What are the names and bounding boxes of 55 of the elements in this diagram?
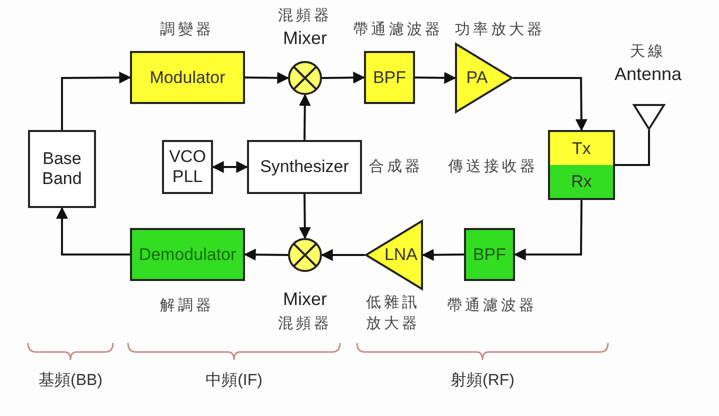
band-label: 中頻(IF) [206, 370, 262, 391]
block-caption: 合成器 [369, 157, 423, 176]
node-label: Modulator [150, 68, 226, 88]
block-caption: 混頻器 [278, 314, 332, 333]
block-caption: 調變器 [160, 20, 214, 39]
block-box [247, 140, 362, 194]
antenna-symbol [633, 104, 665, 130]
connector-arrow [244, 248, 288, 261]
connector-arrow [513, 77, 588, 132]
node-label: LNA [383, 245, 418, 265]
block-caption: 帶通濾波器 [353, 20, 443, 39]
block-box [162, 140, 213, 194]
block-caption: 天線 [630, 42, 666, 61]
block-box [130, 228, 245, 281]
block-caption: Mixer [283, 28, 327, 49]
node-label: BPF [472, 244, 506, 264]
amplifier-triangle [365, 220, 423, 290]
block-caption: 混頻器 [278, 6, 332, 25]
node-label: Base Band [41, 149, 83, 189]
block-caption: 解調器 [160, 296, 214, 315]
block-caption: 低雜訊放大器 [366, 293, 420, 334]
node-label: Rx [571, 172, 592, 192]
connector-arrow [298, 94, 311, 140]
node-label: PA [466, 68, 489, 88]
connector-arrow [298, 194, 311, 240]
connector-arrow [615, 130, 650, 166]
connector-arrow [320, 249, 365, 261]
block-caption: 帶通濾波器 [447, 296, 537, 315]
node-label: Synthesizer [260, 157, 349, 177]
node-label: Demodulator [138, 244, 236, 264]
connector-arrow [61, 72, 132, 130]
block-caption: 功率放大器 [455, 20, 545, 39]
block-caption: 傳送接收器 [448, 157, 538, 176]
node-label: BPF [372, 68, 406, 88]
band-label: 基頻(BB) [38, 370, 102, 391]
block-box [464, 228, 515, 281]
band-label: 射頻(RF) [450, 370, 514, 391]
amplifier-triangle [455, 43, 513, 113]
node-label: Tx [572, 138, 591, 158]
transceiver-box [548, 130, 615, 200]
block-caption: Antenna [614, 64, 682, 85]
connector-arrow [422, 248, 464, 261]
connector-arrow [514, 200, 582, 260]
node-label: VCO PLL [168, 147, 207, 187]
connector-arrow [322, 72, 366, 84]
connector-arrow [212, 161, 248, 173]
block-box [28, 130, 96, 208]
mixer-symbol [288, 238, 322, 272]
mixer-symbol [288, 61, 322, 95]
connector-arrow [414, 72, 456, 84]
block-caption: Mixer [283, 289, 327, 310]
connector-arrow [56, 206, 130, 256]
block-box [130, 51, 245, 104]
connector-arrow [244, 72, 290, 84]
block-box [364, 51, 415, 104]
